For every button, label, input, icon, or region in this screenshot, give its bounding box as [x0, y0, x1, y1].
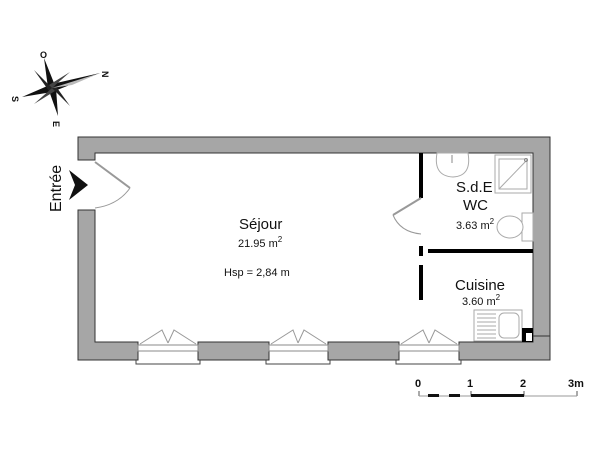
kitchen-sink-icon [473, 309, 523, 342]
room-sde-name2: WC [463, 197, 488, 214]
compass-east-label: E [51, 121, 61, 127]
compass-north-label: N [100, 71, 110, 78]
room-sejour-area: 21.95 m2 [238, 235, 283, 250]
partition-lower [419, 265, 423, 300]
room-sde-area: 3.63 m2 [456, 217, 495, 232]
compass-rose: O N S E [10, 50, 110, 127]
partition-middle [419, 246, 423, 256]
room-sde-name: S.d.E [456, 179, 493, 196]
partition-horizontal [428, 249, 533, 253]
bathroom-door[interactable] [392, 197, 422, 235]
entrance-arrow-icon [69, 170, 88, 200]
wall-top [77, 136, 551, 354]
entrance-label: Entrée [48, 165, 65, 212]
toilet-icon [496, 212, 534, 242]
scale-tick-1: 1 [467, 378, 473, 390]
interior-partitions [419, 153, 533, 300]
window-2[interactable] [265, 329, 331, 365]
scale-tick-3: 3m [568, 378, 584, 390]
room-sejour-name: Séjour [239, 216, 282, 233]
kitchen-duct-icon [522, 328, 533, 342]
room-sejour: Séjour 21.95 m2 Hsp = 2,84 m [224, 216, 290, 279]
window-1[interactable] [135, 329, 201, 365]
compass-west-label: O [40, 50, 47, 60]
room-cuisine: Cuisine 3.60 m2 [455, 277, 505, 308]
compass-star-icon [22, 58, 100, 116]
room-sejour-height: Hsp = 2,84 m [224, 267, 290, 279]
entrance-door[interactable] [94, 161, 131, 209]
scale-tick-2: 2 [520, 378, 526, 390]
partition-upper [419, 153, 423, 198]
room-cuisine-area: 3.60 m2 [462, 293, 501, 308]
shower-icon [494, 154, 532, 194]
wall-bottom-segment-1 [197, 341, 270, 361]
compass-south-label: S [10, 96, 20, 102]
scale-bar: 0 1 2 3m [415, 378, 584, 397]
wall-left-lower [77, 209, 139, 361]
window-3[interactable] [395, 329, 462, 365]
room-sde: S.d.E WC 3.63 m2 [456, 179, 495, 232]
room-cuisine-name: Cuisine [455, 277, 505, 294]
washbasin-icon [435, 152, 470, 178]
scale-tick-0: 0 [415, 378, 421, 390]
exterior-walls [77, 136, 551, 361]
wall-bottom-segment-2 [327, 341, 400, 361]
